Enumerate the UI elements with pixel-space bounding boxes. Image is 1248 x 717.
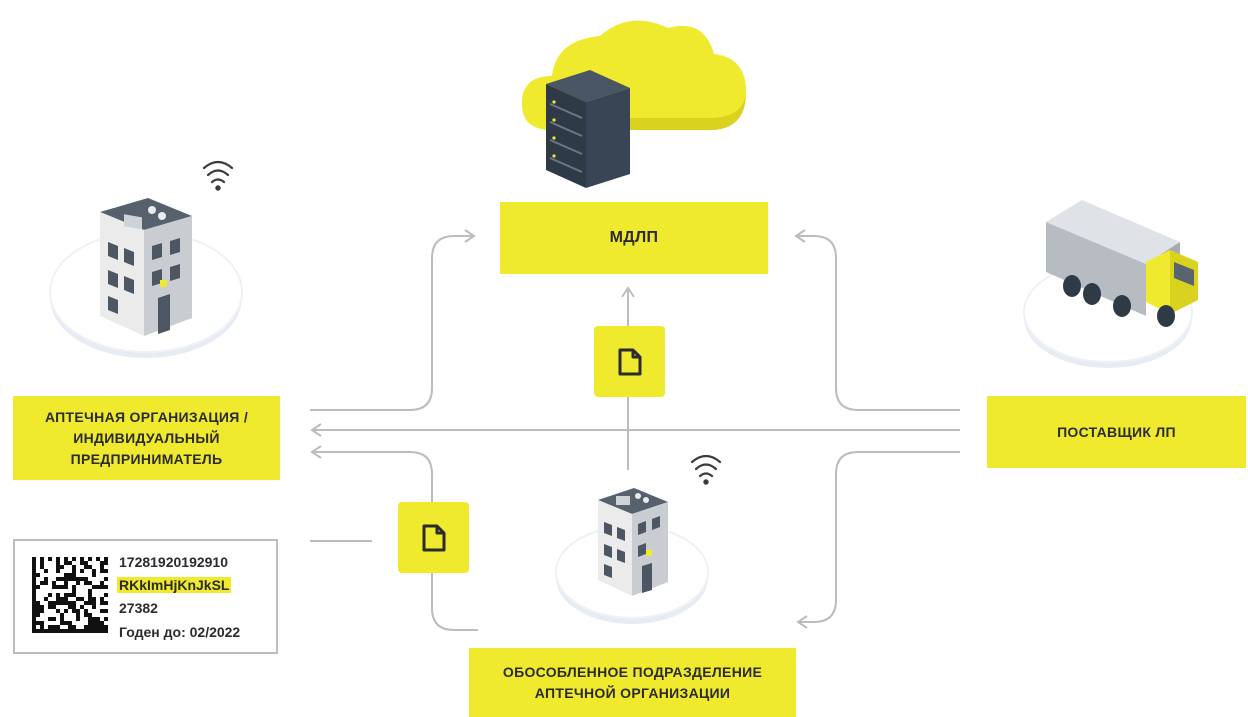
branch-label-line: ОБОСОБЛЕННОЕ ПОДРАЗДЕЛЕНИЕ	[502, 663, 763, 680]
expiry-date: Годен до: 02/2022	[119, 624, 241, 640]
document-icon	[422, 524, 446, 552]
pharmacy-label-box: АПТЕЧНАЯ ОРГАНИЗАЦИЯ / ИНДИВИДУАЛЬНЫЙ ПР…	[13, 396, 280, 480]
marking-code-card: 17281920192910 RKkImHjKnJkSL 27382 Годен…	[13, 539, 278, 654]
gtin-code: 17281920192910	[119, 554, 229, 570]
truck-icon	[1023, 200, 1198, 368]
arrow-supplier-to-branch	[796, 451, 960, 629]
pharmacy-label-line: ПРЕДПРИНИМАТЕЛЬ	[70, 450, 223, 467]
branch-building-icon	[555, 488, 709, 624]
pharmacy-label-line: АПТЕЧНАЯ ОРГАНИЗАЦИЯ /	[44, 408, 249, 425]
document-badge-left	[398, 502, 469, 573]
pharmacy-label-line: ИНДИВИДУАЛЬНЫЙ	[73, 429, 220, 446]
mdlp-label: МДЛП	[609, 229, 659, 246]
mdlp-label-box: МДЛП	[500, 202, 768, 274]
document-badge-top	[594, 326, 665, 397]
wifi-icon	[202, 160, 234, 191]
arrow-supplier-to-mdlp	[794, 229, 960, 411]
serial-code: RKkImHjKnJkSL	[117, 577, 232, 593]
arrow-pharmacy-to-mdlp	[310, 229, 476, 411]
supplier-label: ПОСТАВЩИК ЛП	[1057, 424, 1176, 440]
cloud-server-icon	[521, 20, 747, 188]
branch-label-box: ОБОСОБЛЕННОЕ ПОДРАЗДЕЛЕНИЕ АПТЕЧНОЙ ОРГА…	[469, 648, 796, 717]
batch-number: 27382	[119, 600, 158, 616]
datamatrix-icon	[32, 557, 108, 633]
document-icon	[618, 348, 642, 376]
supplier-label-box: ПОСТАВЩИК ЛП	[987, 396, 1246, 468]
wifi-icon	[690, 454, 722, 485]
branch-label-line: АПТЕЧНОЙ ОРГАНИЗАЦИИ	[534, 684, 731, 701]
pharmacy-building-icon	[49, 198, 243, 358]
